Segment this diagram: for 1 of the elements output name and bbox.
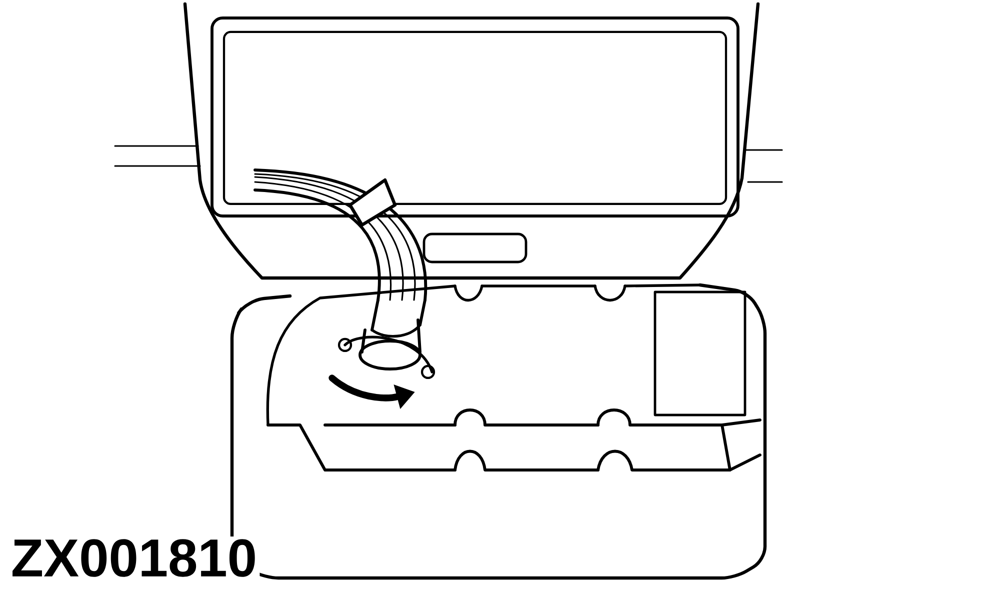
figure-code: ZX001810 <box>8 536 260 580</box>
